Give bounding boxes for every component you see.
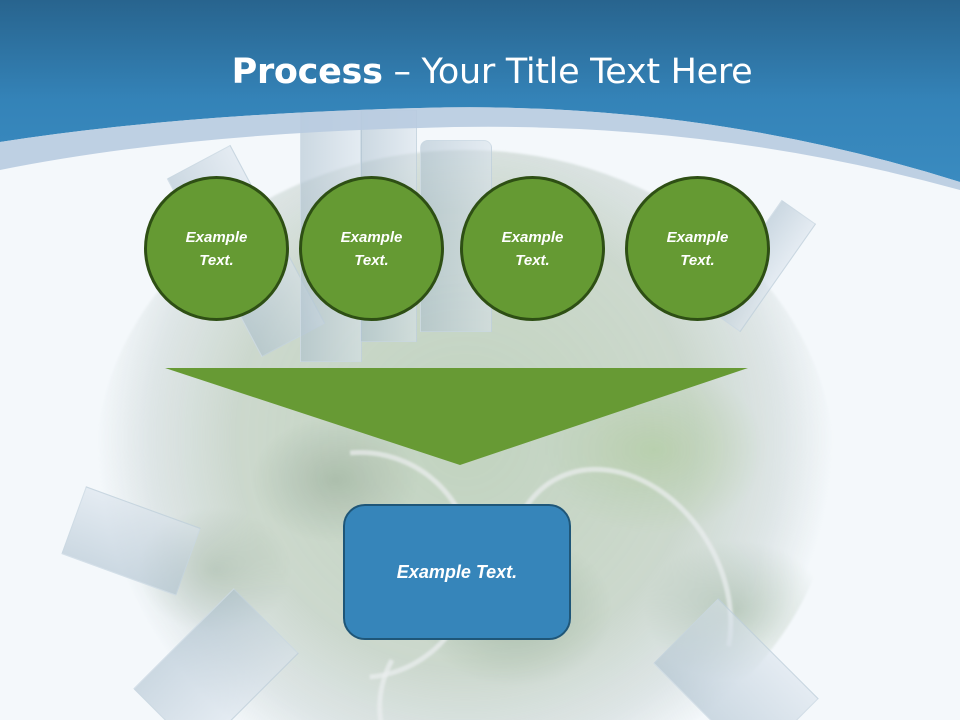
step-circle-2-line2: Text. <box>354 251 389 269</box>
step-circle-4[interactable]: Example Text. <box>625 176 770 321</box>
step-circle-4-line2: Text. <box>680 251 715 269</box>
step-circle-3[interactable]: Example Text. <box>460 176 605 321</box>
step-circle-1[interactable]: Example Text. <box>144 176 289 321</box>
result-box-label: Example Text. <box>396 561 518 582</box>
result-box[interactable]: Example Text. <box>343 504 571 640</box>
step-circle-3-line2: Text. <box>515 251 550 269</box>
step-circle-2-line1: Example <box>340 228 403 246</box>
step-circle-4-line1: Example <box>666 228 729 246</box>
slide-title: Process – Your Title Text Here <box>0 52 960 92</box>
step-circle-1-line1: Example <box>185 228 248 246</box>
title-bold-part: Process <box>231 52 383 92</box>
step-circle-2[interactable]: Example Text. <box>299 176 444 321</box>
step-circle-3-line1: Example <box>501 228 564 246</box>
title-rest-part: – Your Title Text Here <box>382 52 753 92</box>
header-background <box>0 0 960 190</box>
step-circle-1-line2: Text. <box>199 251 234 269</box>
